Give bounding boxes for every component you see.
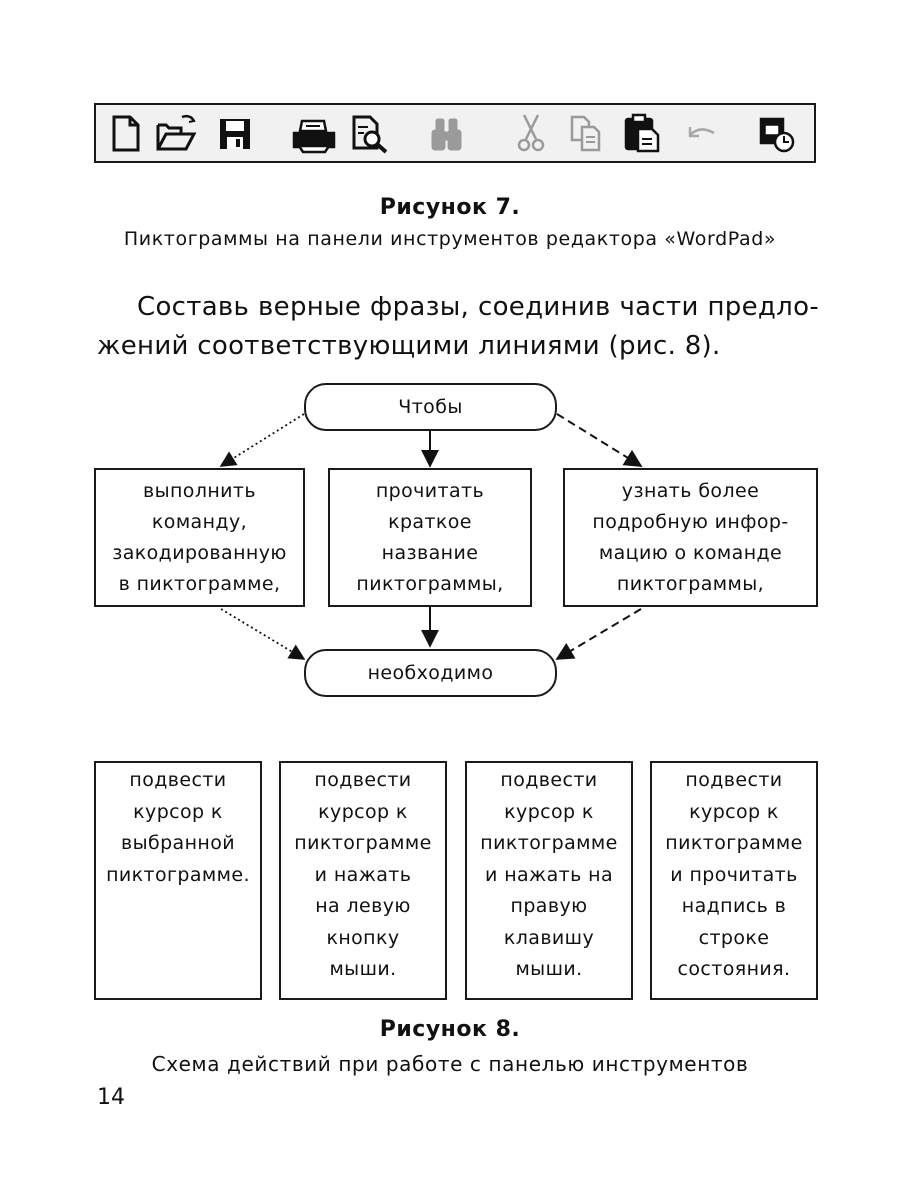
option-1-line: выполнить — [142, 479, 256, 502]
answer-4-line: и прочитать — [670, 863, 798, 886]
option-1-line: закодированную — [112, 541, 287, 564]
paste-icon[interactable] — [624, 113, 660, 153]
option-3-line: мацию о команде — [598, 541, 783, 564]
option-3-line: пиктограммы, — [616, 572, 765, 595]
answer-box-4: подвести курсор к пиктограмме и прочитат… — [650, 761, 818, 1000]
answer-2-line: мыши. — [329, 958, 397, 980]
answer-3-line: подвести — [500, 769, 598, 791]
option-3-line: подробную инфор- — [592, 510, 789, 533]
option-box-2: прочитать краткое название пиктограммы, — [328, 468, 532, 607]
option-2-line: пиктограммы, — [356, 572, 504, 595]
open-folder-icon[interactable] — [156, 114, 197, 151]
answer-2-line: кнопку — [326, 926, 400, 949]
answer-1-line: подвести — [129, 769, 227, 791]
option-box-1: выполнить команду, закодированную в пикт… — [94, 468, 305, 607]
option-3-line: узнать более — [621, 479, 760, 502]
answer-1-line: курсор к — [133, 800, 223, 823]
answer-4-line: надпись в — [681, 895, 787, 917]
answer-3-line: клавишу — [503, 926, 595, 949]
answer-3-line: правую — [510, 895, 588, 917]
option-1-line: команду, — [151, 510, 248, 533]
answer-3-line: курсор к — [504, 800, 594, 823]
answer-box-1: подвести курсор к выбранной пиктограмме. — [94, 761, 262, 1000]
figure-7-title: Рисунок 7. — [379, 195, 521, 220]
task-line-1: Составь верные фразы, соединив части пре… — [137, 292, 819, 322]
task-line-2: жений соответствующими линиями (рис. 8). — [97, 331, 721, 361]
answer-2-line: на левую — [315, 895, 411, 917]
node-chtoby: Чтобы — [304, 383, 557, 431]
answer-4-line: состояния. — [677, 958, 791, 980]
undo-icon[interactable] — [688, 127, 715, 138]
answer-4-line: подвести — [685, 769, 783, 791]
answer-4-line: пиктограмме — [665, 832, 803, 854]
option-2-line: краткое — [388, 510, 472, 533]
copy-icon[interactable] — [570, 115, 601, 152]
dashed-arrow-top-right — [556, 413, 643, 467]
option-1-line: в пиктограмме, — [118, 572, 281, 595]
save-disk-icon[interactable] — [220, 119, 250, 149]
page-number: 14 — [97, 1085, 125, 1110]
node-neobkhodimo: необходимо — [304, 649, 557, 697]
figure-7-caption: Пиктограммы на панели инструментов редак… — [123, 228, 777, 250]
answer-2-line: и нажать — [314, 863, 412, 886]
option-box-3: узнать более подробную инфор- мацию о ко… — [563, 468, 818, 607]
option-2-line: название — [381, 541, 479, 564]
answer-2-line: пиктограмме — [294, 832, 432, 854]
task-text: Составь верные фразы, соединив части пре… — [97, 288, 819, 366]
print-preview-icon[interactable] — [352, 115, 388, 154]
find-binoculars-icon[interactable] — [431, 118, 462, 151]
answer-4-line: строке — [698, 926, 770, 949]
answer-2-line: курсор к — [318, 800, 408, 823]
answer-box-2: подвести курсор к пиктограмме и нажать н… — [279, 761, 447, 1000]
answer-3-line: пиктограмме — [480, 832, 618, 854]
date-time-icon[interactable] — [759, 117, 795, 153]
answer-2-line: подвести — [314, 769, 412, 791]
print-icon[interactable] — [292, 119, 336, 154]
dotted-arrow-left-bottom — [220, 608, 306, 660]
wordpad-toolbar — [94, 103, 816, 163]
answer-3-line: мыши. — [515, 958, 583, 980]
answer-4-line: курсор к — [689, 800, 779, 823]
new-document-icon[interactable] — [112, 115, 140, 152]
answer-1-line: выбранной — [120, 832, 236, 854]
figure-8-caption: Схема действий при работе с панелью инст… — [151, 1052, 749, 1076]
figure-8-title: Рисунок 8. — [379, 1017, 521, 1042]
answer-3-line: и нажать на — [485, 863, 613, 886]
dashed-arrow-right-bottom — [555, 608, 642, 660]
option-2-line: прочитать — [375, 479, 485, 502]
dotted-arrow-top-left — [219, 413, 305, 467]
cut-scissors-icon[interactable] — [517, 114, 545, 152]
answer-1-line: пиктограмме. — [106, 863, 250, 886]
answer-box-3: подвести курсор к пиктограмме и нажать н… — [465, 761, 633, 1000]
